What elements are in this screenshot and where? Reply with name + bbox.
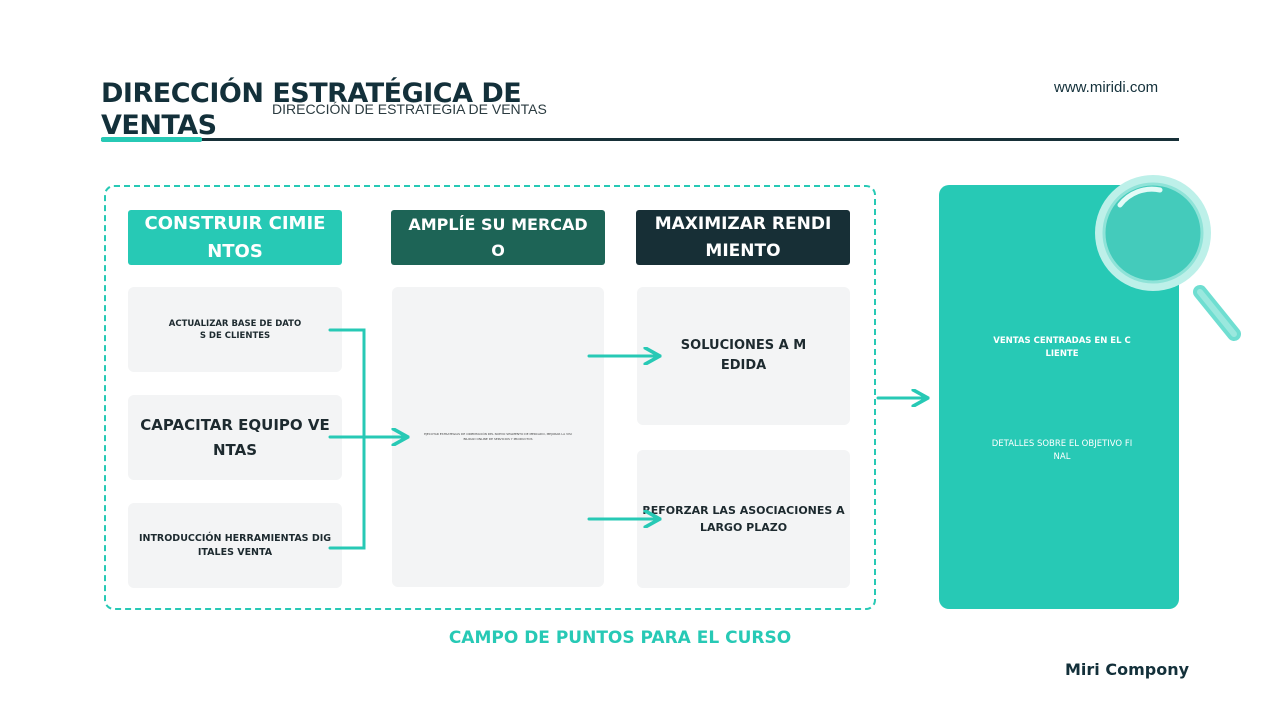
column-header-expand: AMPLÍE SU MERCADO: [391, 210, 605, 265]
header-accent-bar: [101, 137, 202, 142]
card-long-term-partnerships: REFORZAR LAS ASOCIACIONES A LARGO PLAZO: [637, 450, 850, 588]
website-link[interactable]: www.miridi.com: [1054, 79, 1159, 96]
card-expand-market: EJECUTAR ESTRATEGIAS DE ORIENTACIÓN DEL …: [392, 287, 604, 587]
card-update-database: ACTUALIZAR BASE DE DATOS DE CLIENTES: [128, 287, 342, 372]
company-name: Miri Compony: [1065, 660, 1190, 679]
card-custom-solutions: SOLUCIONES A MEDIDA: [637, 287, 850, 425]
card-digital-tools: INTRODUCCIÓN HERRAMIENTAS DIGITALES VENT…: [128, 503, 342, 588]
card-train-sales-team: CAPACITAR EQUIPO VENTAS: [128, 395, 342, 480]
course-points-label: CAMPO DE PUNTOS PARA EL CURSO: [448, 628, 792, 648]
strategy-frame: [104, 185, 876, 610]
header-divider: [101, 138, 1179, 141]
page-title: DIRECCIÓN ESTRATÉGICA DE VENTAS: [101, 78, 522, 141]
goal-title: VENTAS CENTRADAS EN EL CLIENTE: [993, 336, 1131, 359]
connector-bracket: [328, 328, 366, 550]
column-header-build: CONSTRUIR CIMIENTOS: [128, 210, 342, 265]
goal-details: DETALLES SOBRE EL OBJETIVO FINAL: [991, 439, 1133, 462]
page-subtitle: DIRECCIÓN DE ESTRATEGIA DE VENTAS: [272, 101, 547, 117]
column-header-maximize: MAXIMIZAR RENDIMIENTO: [636, 210, 850, 265]
